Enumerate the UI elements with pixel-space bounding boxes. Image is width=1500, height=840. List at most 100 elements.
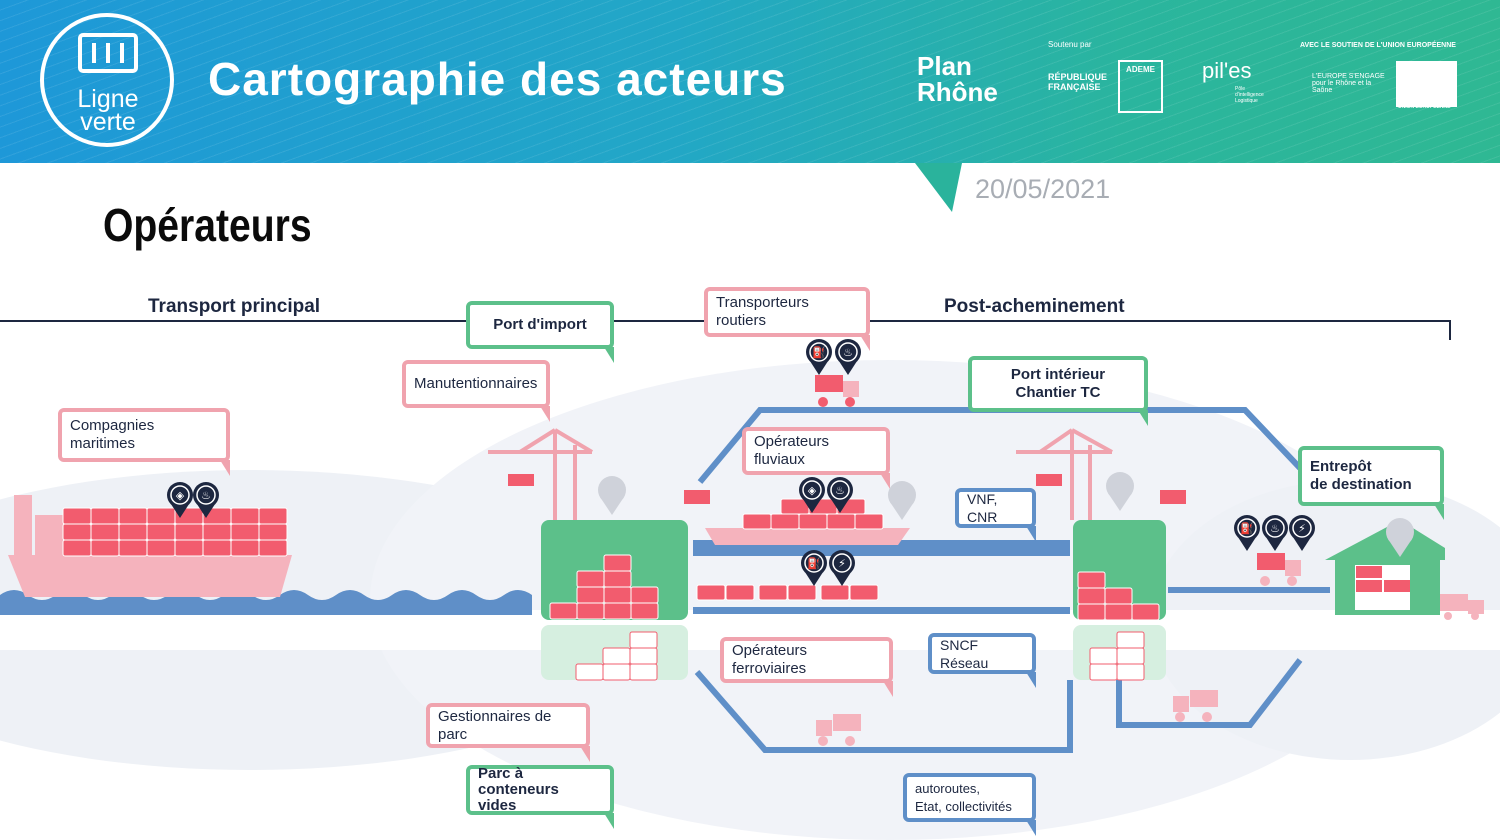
date-label: 20/05/2021 — [975, 174, 1111, 204]
empty-container — [629, 663, 658, 681]
callout-sncf-reseau: SNCF Réseau — [928, 633, 1036, 688]
crane-import — [488, 428, 594, 520]
container — [146, 507, 176, 525]
piles-subtitle: Pôle d'intelligence Logistique — [1235, 86, 1264, 104]
container — [118, 523, 148, 541]
truck-icon — [1440, 594, 1484, 620]
container — [826, 513, 856, 530]
banner-pattern — [0, 0, 1500, 163]
freight-train — [696, 584, 879, 601]
container — [1131, 603, 1160, 621]
container — [603, 602, 632, 620]
container — [770, 513, 800, 530]
container — [90, 523, 120, 541]
container — [854, 513, 884, 530]
train-container — [820, 584, 850, 601]
forklift-container — [684, 490, 710, 504]
truck-icon — [1173, 690, 1218, 722]
ademe-logo: ADEME — [1118, 60, 1163, 113]
container — [174, 507, 204, 525]
container — [576, 586, 605, 604]
eu-support-label: AVEC LE SOUTIEN DE L'UNION EUROPÉENNE — [1300, 42, 1456, 49]
container — [118, 507, 148, 525]
container — [1077, 603, 1106, 621]
container — [742, 513, 772, 530]
container — [576, 570, 605, 588]
banner-title: Cartographie des acteurs — [208, 53, 787, 105]
container — [603, 586, 632, 604]
operator-pin-icon — [1386, 518, 1414, 557]
eu-label: UNION EUROPÉENNE — [1398, 104, 1451, 110]
container — [230, 539, 260, 557]
container — [62, 507, 92, 525]
container — [62, 539, 92, 557]
train-container — [787, 584, 817, 601]
container — [230, 523, 260, 541]
container — [230, 507, 260, 525]
container — [780, 498, 810, 515]
destination-warehouse — [1325, 520, 1445, 615]
train-container — [849, 584, 879, 601]
eu-flag — [1396, 61, 1457, 107]
empty-container — [1116, 647, 1145, 665]
empty-container — [602, 647, 631, 665]
empty-container — [629, 631, 658, 649]
empty-container — [1089, 647, 1118, 665]
container — [808, 498, 838, 515]
container — [258, 523, 288, 541]
container — [258, 539, 288, 557]
train-container — [725, 584, 755, 601]
container — [174, 539, 204, 557]
train-container — [696, 584, 726, 601]
operator-pin-icon — [888, 481, 916, 520]
callout-gestionnaires-parc: Gestionnaires de parc — [426, 703, 590, 762]
operator-pin-icon — [1106, 472, 1134, 511]
container — [630, 602, 659, 620]
callout-vnf-cnr: VNF, CNR — [955, 488, 1036, 542]
forklift-container — [1160, 490, 1186, 504]
empty-container — [1116, 663, 1145, 681]
republique-logo: RÉPUBLIQUE FRANÇAISE — [1048, 72, 1108, 92]
container — [174, 523, 204, 541]
date-notch — [915, 163, 962, 212]
truck-icon — [1257, 553, 1301, 586]
callout-operateurs-ferroviaires: Opérateurs ferroviaires — [720, 637, 893, 697]
page-title: Opérateurs — [103, 199, 312, 251]
container — [1077, 571, 1106, 589]
container — [1104, 587, 1133, 605]
crane-inland — [1016, 428, 1113, 520]
container-icon — [78, 33, 138, 73]
callout-operateurs-fluviaux: Opérateurs fluviaux — [742, 427, 890, 489]
callout-manutentionnaires: Manutentionnaires — [402, 360, 550, 422]
empty-container — [602, 663, 631, 681]
container — [603, 554, 632, 572]
container — [798, 513, 828, 530]
truck-icon — [816, 714, 861, 746]
container — [603, 570, 632, 588]
supported-by-label: Soutenu par — [1048, 40, 1092, 49]
empty-container — [575, 663, 604, 681]
ligne-verte-logo — [40, 13, 174, 147]
container — [62, 523, 92, 541]
section-transport-principal: Transport principal — [148, 296, 320, 317]
empty-container — [1116, 631, 1145, 649]
rail-track — [693, 607, 1070, 614]
eu-engage-logo: L'EUROPE S'ENGAGE pour le Rhône et la Sa… — [1312, 73, 1385, 94]
empty-container — [629, 647, 658, 665]
container — [1077, 587, 1106, 605]
container — [549, 602, 578, 620]
empty-container — [1089, 663, 1118, 681]
callout-autoroutes: autoroutes,Etat, collectivités — [903, 773, 1036, 836]
container — [90, 539, 120, 557]
container — [146, 523, 176, 541]
callout-compagnies-maritimes: Compagnies maritimes — [58, 408, 230, 476]
piles-logo: pil'es — [1202, 58, 1252, 83]
container — [118, 539, 148, 557]
container — [90, 507, 120, 525]
container-ship — [8, 495, 292, 597]
